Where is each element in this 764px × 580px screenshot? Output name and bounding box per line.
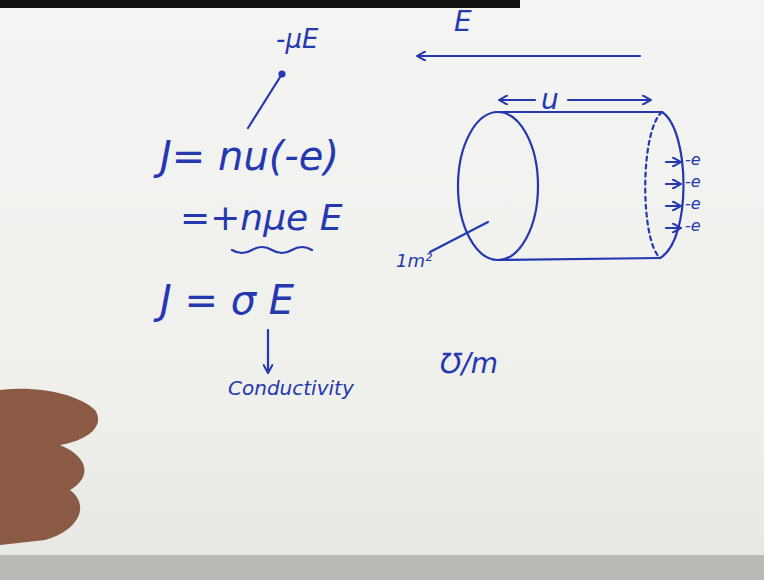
underline-squiggle [232,247,312,253]
field-arrow [418,55,640,57]
electron-arrow [666,205,680,207]
area-label: 1m² [396,252,432,270]
electron-arrow [666,183,680,185]
velocity-label: u [541,86,559,114]
equation: J= nu(-e) [160,136,339,176]
charge-label: -e [685,174,701,190]
charge-label: -e [685,218,701,234]
leader-dot [280,72,285,77]
leader-line [430,222,488,252]
cylinder-bottom [498,258,660,260]
cylinder-right-face [660,112,684,258]
cylinder-right-hidden [645,112,662,258]
down-arrow [267,330,269,372]
electron-arrow [666,227,680,229]
cylinder-left-face [458,112,538,260]
velocity-arrow-left [500,99,535,101]
hand [0,389,98,545]
field-label: E [454,8,472,36]
charge-label: -e [685,152,701,168]
velocity-arrow-right [568,99,650,101]
note: Conductivity [228,378,354,398]
leader-line [248,74,282,128]
equation: J = σ E [160,280,294,320]
top-bar [0,0,520,8]
equation: =+nμe E [180,200,342,236]
charge-label: -e [685,196,701,212]
unit-label: ℧/m [440,350,498,378]
field-label: -μE [276,26,318,52]
cylinder-top [498,111,662,113]
electron-arrow [666,161,680,163]
board-edge [0,555,764,580]
